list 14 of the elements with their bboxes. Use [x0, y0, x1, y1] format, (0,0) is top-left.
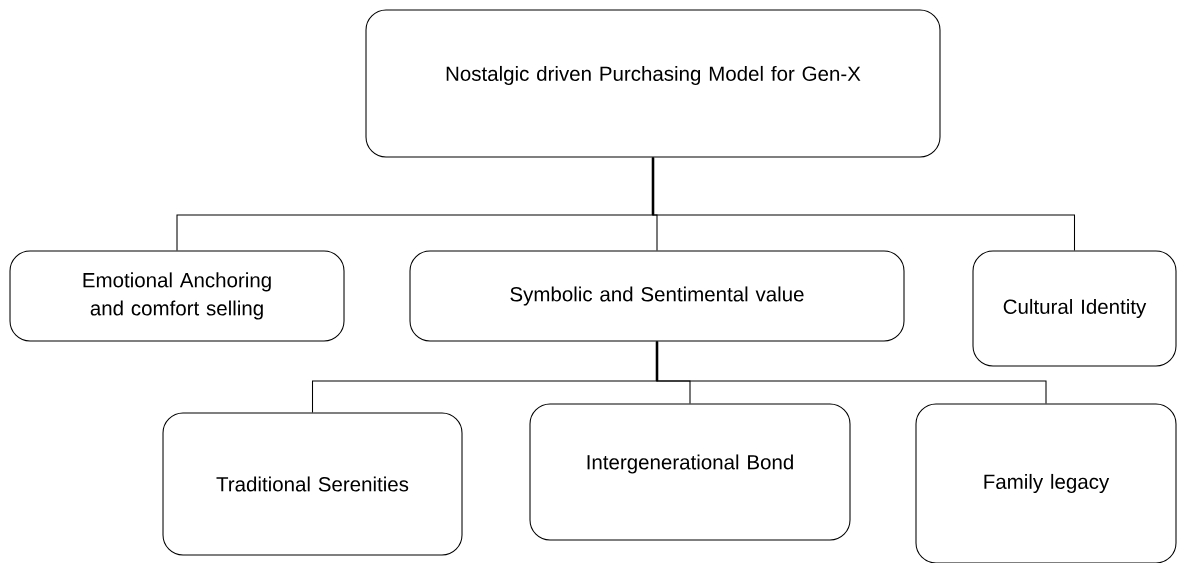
node-label: Family legacy — [984, 473, 1110, 494]
process-box — [365, 9, 941, 158]
process-box — [529, 403, 851, 541]
node-label: Symbolic and Sentimental value — [510, 286, 804, 306]
node-label: Emotional Anchoring and comfort selling — [83, 272, 271, 320]
node-label: Cultural Identity — [1003, 298, 1147, 319]
process-box — [9, 250, 345, 342]
node-label: Intergenerational Bond — [587, 454, 793, 474]
process-box — [915, 403, 1177, 563]
process-box — [409, 250, 905, 342]
node-label: Traditional Serenities — [216, 476, 409, 492]
process-box — [972, 250, 1177, 367]
node-label: Nostalgic driven Purchasing Model for Gen-X — [446, 65, 861, 86]
process-box — [162, 412, 463, 556]
